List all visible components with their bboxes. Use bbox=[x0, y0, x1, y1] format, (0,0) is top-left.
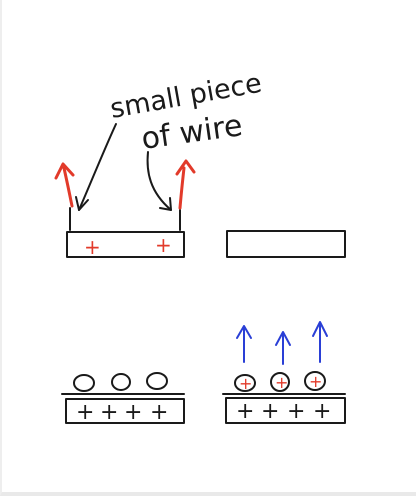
wire-end-charge-left: + bbox=[84, 235, 101, 259]
neutral-ball-2 bbox=[111, 373, 131, 391]
neutral-ball-1 bbox=[73, 374, 95, 392]
rod-charge: + bbox=[100, 400, 118, 425]
top-left-rod bbox=[66, 231, 185, 258]
rod-charge: + bbox=[236, 399, 254, 424]
rod-charge: + bbox=[150, 400, 168, 425]
charged-ball-3 bbox=[304, 371, 326, 391]
up-arrow-blue-1-icon bbox=[236, 325, 252, 363]
ball-charge: + bbox=[309, 372, 322, 391]
ball-charge: + bbox=[275, 373, 288, 392]
bottom-right-rod bbox=[225, 397, 346, 424]
neutral-ball-3 bbox=[146, 372, 168, 390]
rod-charge: + bbox=[313, 399, 331, 424]
annotation-label: small piece of wire bbox=[108, 68, 264, 157]
curved-pointer-arrow-left-icon bbox=[75, 123, 117, 211]
ball-charge: + bbox=[239, 374, 252, 393]
top-left-rod-assembly: + + bbox=[54, 159, 196, 259]
rod-charge: + bbox=[124, 400, 142, 425]
wire-end-charge-right: + bbox=[155, 233, 172, 257]
charged-ball-1 bbox=[234, 374, 256, 392]
up-arrow-blue-2-icon bbox=[275, 331, 291, 365]
up-arrow-blue-3-icon bbox=[312, 321, 328, 363]
up-arrow-red-right-icon bbox=[175, 159, 196, 210]
top-right-rod bbox=[226, 230, 346, 258]
rod-charge: + bbox=[261, 399, 279, 424]
bottom-right-assembly: + + + + + + + bbox=[222, 321, 346, 424]
rod-charge: + bbox=[287, 399, 305, 424]
charged-ball-2 bbox=[270, 372, 290, 392]
bottom-left-assembly: + + + + bbox=[61, 372, 185, 425]
curved-pointer-arrow-right-icon bbox=[146, 151, 172, 211]
rod-charge: + bbox=[76, 400, 94, 425]
up-arrow-red-left-icon bbox=[54, 162, 75, 208]
bottom-left-rod bbox=[65, 398, 185, 424]
